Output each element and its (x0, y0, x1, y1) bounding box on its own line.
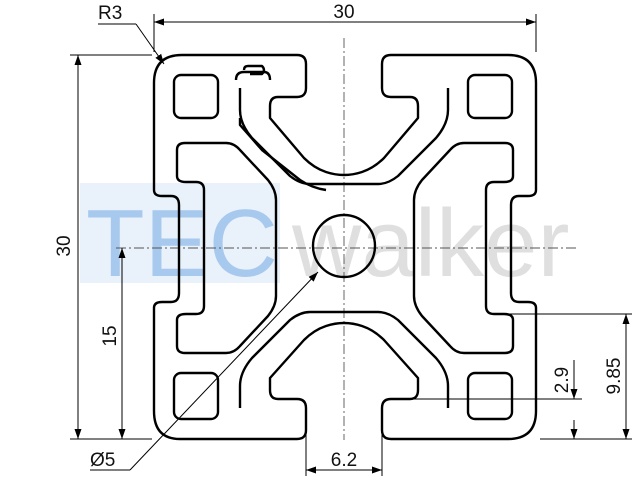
dim-bore-diameter-label: Ø5 (90, 450, 115, 471)
dim-corner-radius: R3 (98, 3, 165, 65)
dim-overall-width: 30 (153, 2, 537, 52)
profile-outer-contour (152, 53, 538, 441)
dim-slot-depth: 2.9 (410, 360, 632, 440)
pocket-top-right (466, 73, 514, 120)
pocket-bottom-left (172, 371, 220, 421)
center-bore (311, 213, 377, 279)
dim-half-height-label: 15 (100, 325, 121, 346)
dim-slot-width: 6.2 (305, 412, 383, 476)
dim-half-height: 15 (100, 248, 126, 439)
dim-overall-height: 30 (54, 54, 152, 440)
inner-slot-right (412, 141, 515, 355)
dim-overall-height-label: 30 (54, 235, 75, 256)
inner-slot-left (175, 70, 327, 355)
pocket-top-left (172, 73, 220, 120)
watermark-tec: TEC (86, 190, 278, 297)
dim-corner-radius-label: R3 (98, 3, 122, 24)
dim-slot-offset-label: 9.85 (604, 358, 625, 395)
watermark: TEC walker (80, 183, 569, 297)
inner-slot-bottom (238, 310, 450, 408)
dim-slot-offset: 9.85 (500, 313, 632, 439)
pocket-bottom-right (466, 371, 514, 421)
dim-slot-width-label: 6.2 (331, 450, 357, 471)
watermark-walker: walker (291, 190, 569, 297)
inner-slot-top (238, 64, 450, 186)
dim-bore-diameter: Ø5 (90, 271, 319, 471)
dim-overall-width-label: 30 (333, 2, 354, 23)
dim-slot-depth-label: 2.9 (552, 367, 573, 393)
